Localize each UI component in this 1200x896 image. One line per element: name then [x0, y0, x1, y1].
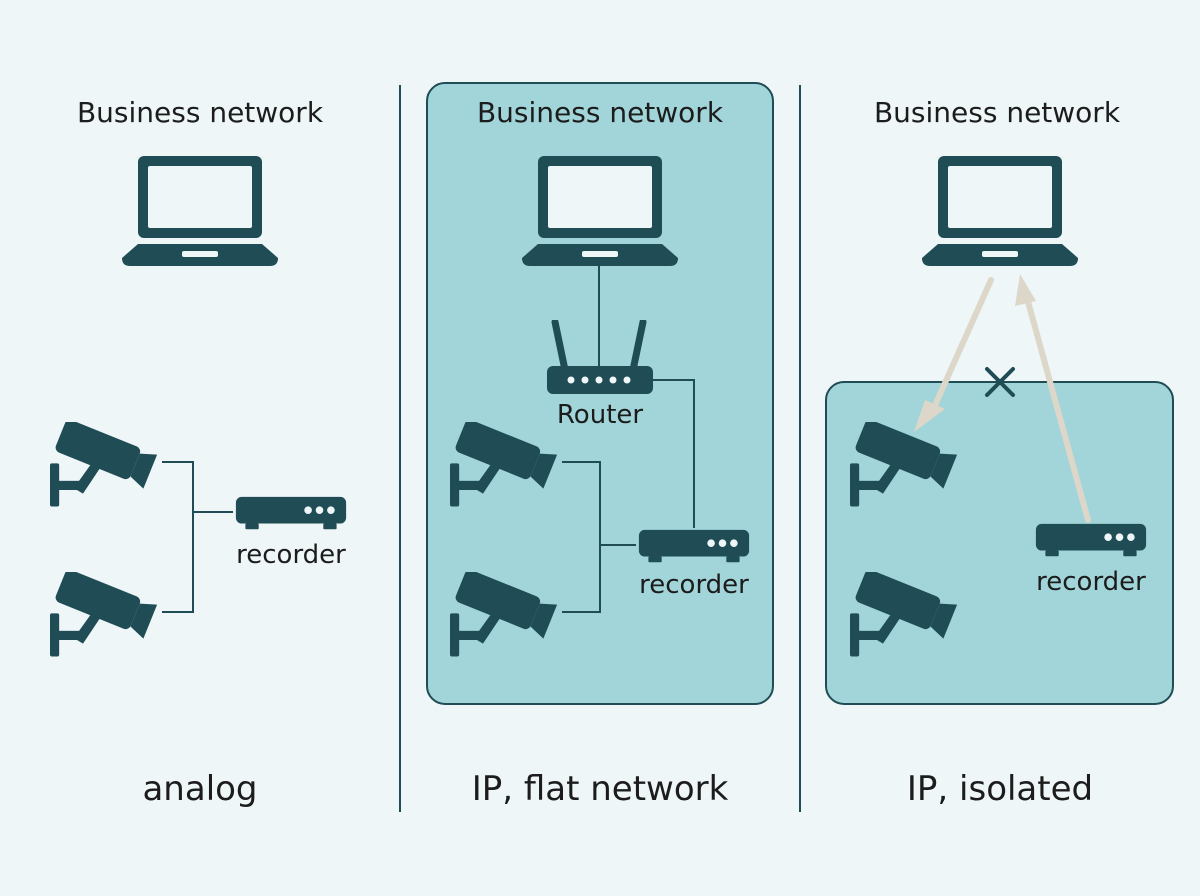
- panel-title-flat: Business network: [476, 96, 724, 129]
- security-camera-icon: [50, 422, 158, 507]
- wire-router-to-recorder: [653, 379, 695, 528]
- cross-icon: [985, 367, 1015, 397]
- arrow-recorder-to-laptop: [1015, 274, 1091, 523]
- panel-title-isolated: Business network: [873, 96, 1121, 129]
- laptop-icon: [922, 156, 1078, 266]
- panel-ip-flat: [450, 156, 750, 657]
- recorder-label: recorder: [236, 540, 346, 570]
- panel-caption-isolated: IP, isolated: [906, 769, 1094, 809]
- wire-cameras-to-recorder: [562, 461, 636, 613]
- recorder-icon: [235, 496, 347, 530]
- blocked-arrow-laptop-to-camera: [914, 277, 994, 432]
- panel-title-analog: Business network: [76, 96, 324, 129]
- router-label: Router: [556, 400, 644, 430]
- wire-cameras-to-recorder: [162, 461, 233, 613]
- laptop-icon: [522, 156, 678, 266]
- recorder-label: recorder: [1036, 567, 1146, 597]
- recorder-label: recorder: [639, 570, 749, 600]
- laptop-icon: [122, 156, 278, 266]
- panel-ip-isolated: [850, 156, 1147, 657]
- panel-analog: [50, 156, 347, 657]
- panel-caption-flat: IP, flat network: [471, 769, 729, 809]
- security-camera-icon: [50, 572, 158, 657]
- panel-caption-analog: analog: [142, 769, 258, 809]
